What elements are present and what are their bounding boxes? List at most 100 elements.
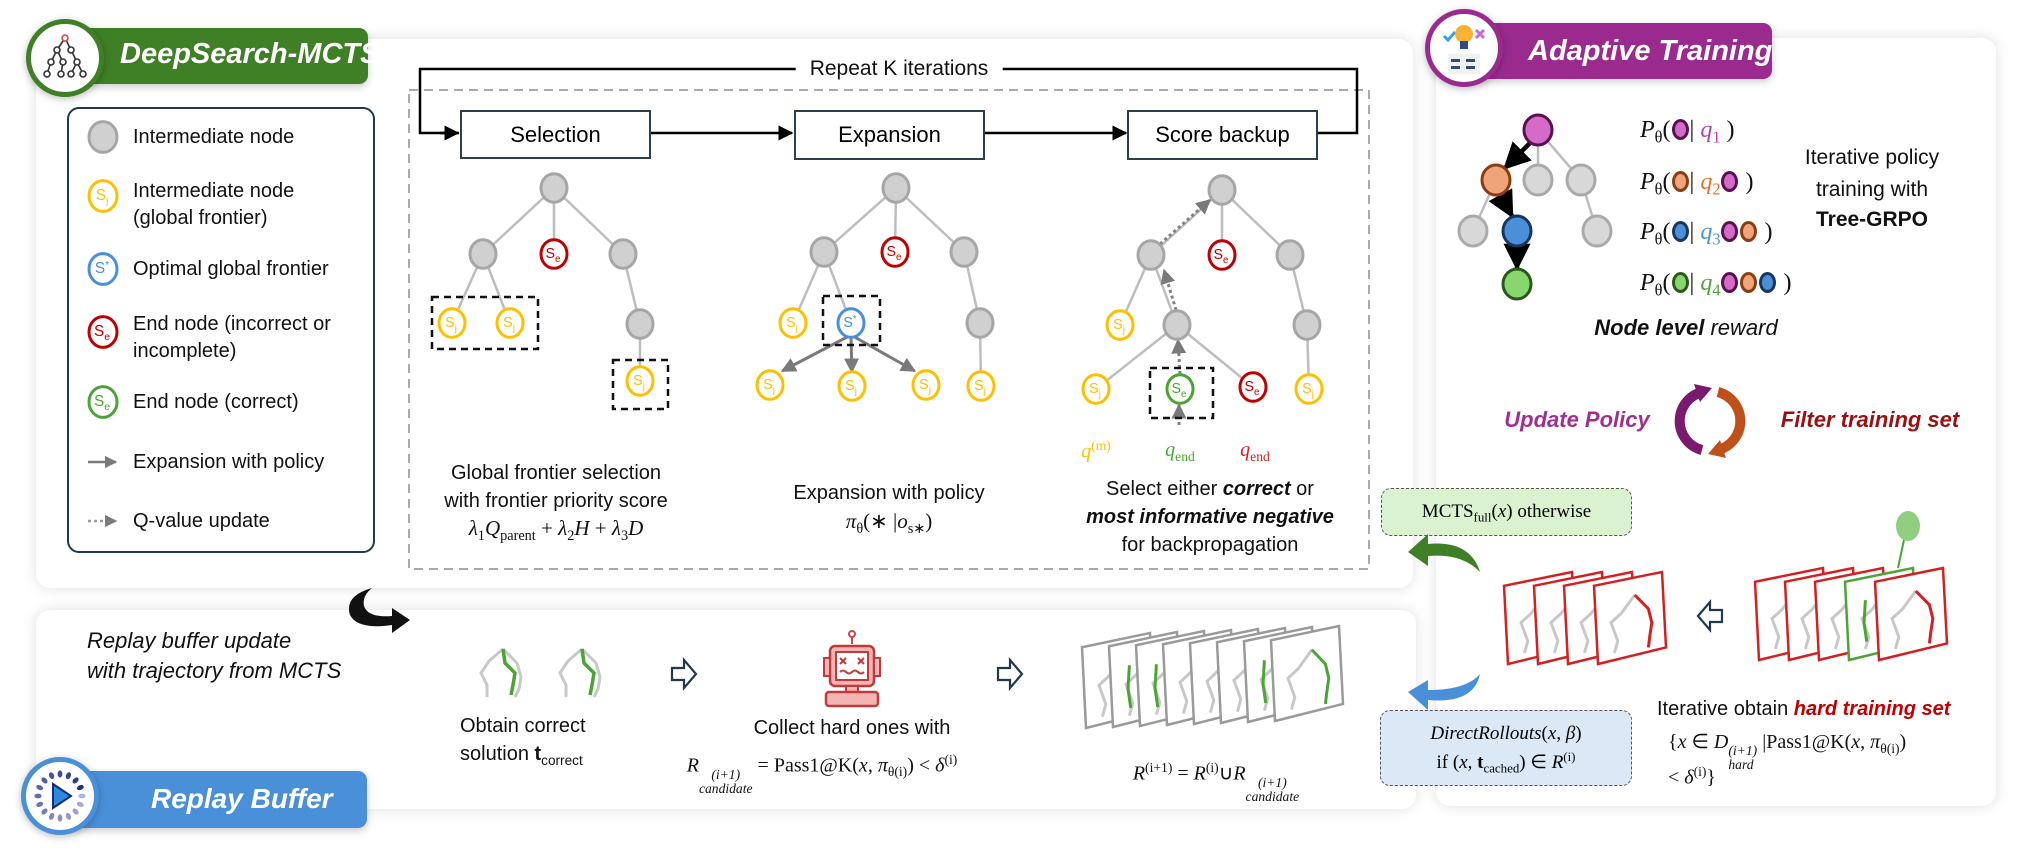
formula-segment: P (1640, 117, 1655, 143)
formula-segment: ) otherwise (1506, 501, 1592, 522)
spinner-dot (36, 784, 44, 791)
formula-segment: (i) (1693, 764, 1707, 779)
formula-segment: θ (1654, 127, 1663, 147)
formula-segment: θ(i) (1880, 740, 1900, 756)
probability-row: Pθ(| q3 ) (1640, 219, 1773, 249)
spinner-dot (65, 812, 72, 820)
formula-segment: o (897, 509, 908, 533)
formula-segment: t (534, 743, 542, 765)
mcts-header (71, 28, 368, 84)
formula-segment: x (1851, 731, 1861, 753)
spinner-dot (78, 793, 86, 799)
formula-segment: (i+1) (711, 766, 741, 782)
filter-training-set-label: Filter training set (1780, 407, 1960, 432)
formula-segment: t (1477, 751, 1484, 773)
backup-caption: for backpropagation (1121, 534, 1299, 556)
formula-segment: s∗ (907, 520, 926, 537)
formula-segment: π (877, 754, 888, 777)
collect-caption: Collect hard ones with (753, 717, 951, 739)
formula-segment: = (1172, 762, 1194, 785)
update-policy-label: Update Policy (1504, 407, 1650, 432)
hard-set-formula-cont: < δ(i)} (1668, 764, 1716, 789)
formula-segment: , (867, 754, 878, 777)
q-label-correct-end: qend (1165, 438, 1195, 465)
caption-text: Iterative obtain (1657, 698, 1794, 720)
formula-segment: hard (1728, 757, 1754, 773)
formula-segment: H (574, 516, 590, 540)
expansion-caption: Expansion with policy (793, 482, 985, 504)
caption-text: or (1290, 478, 1314, 500)
step-label: Score backup (1155, 122, 1290, 147)
step-label: Expansion (838, 122, 941, 147)
formula-segment: (i) (944, 752, 958, 767)
formula-segment: + (535, 516, 559, 540)
adaptive-header (1468, 23, 1772, 79)
formula-segment: , (1556, 723, 1566, 744)
formula-segment: ∪ (1218, 762, 1234, 785)
formula-segment: x (1677, 731, 1687, 753)
spinner-dot (76, 801, 84, 808)
hard-set-formula: {x ∈ D(i+1)hard |Pass1@K(x, πθ(i)) (1668, 730, 1906, 772)
pink-node-icon (1721, 272, 1739, 293)
q-label-incorrect-end: qend (1240, 438, 1270, 465)
backup-caption: Select either correct or (1106, 477, 1314, 501)
play-loading-icon (21, 757, 99, 835)
replay-header (64, 771, 367, 828)
lightbulb-checklist-icon (1425, 9, 1503, 87)
formula-segment: candidate (1245, 788, 1300, 804)
formula-segment: 3 (1712, 229, 1721, 249)
green-node-icon (1671, 272, 1689, 293)
formula-segment: θ (1654, 229, 1663, 249)
formula-segment: x (858, 754, 868, 777)
formula-segment: λ (468, 516, 478, 540)
obtain-caption: Obtain correct (460, 715, 586, 737)
formula-segment: ) ∈ (1519, 751, 1552, 773)
formula-segment: π (845, 509, 857, 533)
formula-segment: R (686, 754, 699, 777)
step-selection: Selection (460, 110, 651, 159)
step-score-backup: Score backup (1127, 110, 1318, 160)
formula-segment: if ( (1436, 751, 1460, 773)
orange-node-icon (1740, 272, 1758, 293)
formula-segment: candidate (698, 780, 753, 796)
formula-segment: δ (1684, 766, 1694, 789)
side-text: training with (1815, 178, 1929, 201)
spinner-dot (41, 808, 48, 815)
formula-segment: q (1700, 169, 1713, 195)
spinner-dot (48, 772, 55, 780)
formula-segment: (m) (1091, 438, 1111, 453)
pink-node-icon (1721, 171, 1739, 192)
formula-segment: (i+1) (1728, 743, 1758, 759)
side-text: Iterative policy (1804, 146, 1940, 169)
backup-caption-emphasis: most informative negative (1086, 506, 1334, 528)
formula-segment: R (1551, 751, 1564, 773)
formula-segment: < (1668, 766, 1685, 789)
formula-segment: , (1860, 731, 1871, 753)
q-label-frontier: q(m) (1081, 438, 1111, 463)
blue-node-icon (1671, 221, 1689, 242)
legend-label: End node (incorrect or incomplete) (133, 313, 331, 362)
formula-segment: R (1233, 762, 1246, 785)
priority-score-formula: λ1Qparent + λ2H + λ3D (469, 516, 644, 545)
formula-segment: R (1193, 762, 1206, 785)
formula-segment: β (1565, 723, 1576, 744)
formula-segment: } (1706, 766, 1717, 789)
formula-segment: λ (558, 516, 568, 540)
formula-segment: q (1165, 439, 1176, 461)
formula-segment: (i) (1563, 748, 1576, 764)
replay-description: with trajectory from MCTS (87, 658, 342, 683)
spinner-dot (34, 793, 42, 799)
formula-segment: δ (935, 754, 945, 777)
formula-segment: + (589, 516, 612, 540)
step-label: Selection (510, 121, 601, 147)
orange-node-icon (1671, 171, 1689, 192)
sup-sub-stack: (i+1)hard (1728, 744, 1757, 771)
spinner-dot (48, 812, 55, 820)
pink-node-icon (1721, 221, 1739, 242)
formula-segment: q (1240, 439, 1251, 461)
selection-caption: with frontier priority score (444, 490, 668, 512)
union-formula: R(i+1) = R(i)∪R(i+1)candidate (1133, 760, 1299, 803)
formula-segment: x (1547, 723, 1557, 744)
formula-segment: ( (1541, 723, 1548, 744)
formula-segment: π (1870, 731, 1881, 753)
